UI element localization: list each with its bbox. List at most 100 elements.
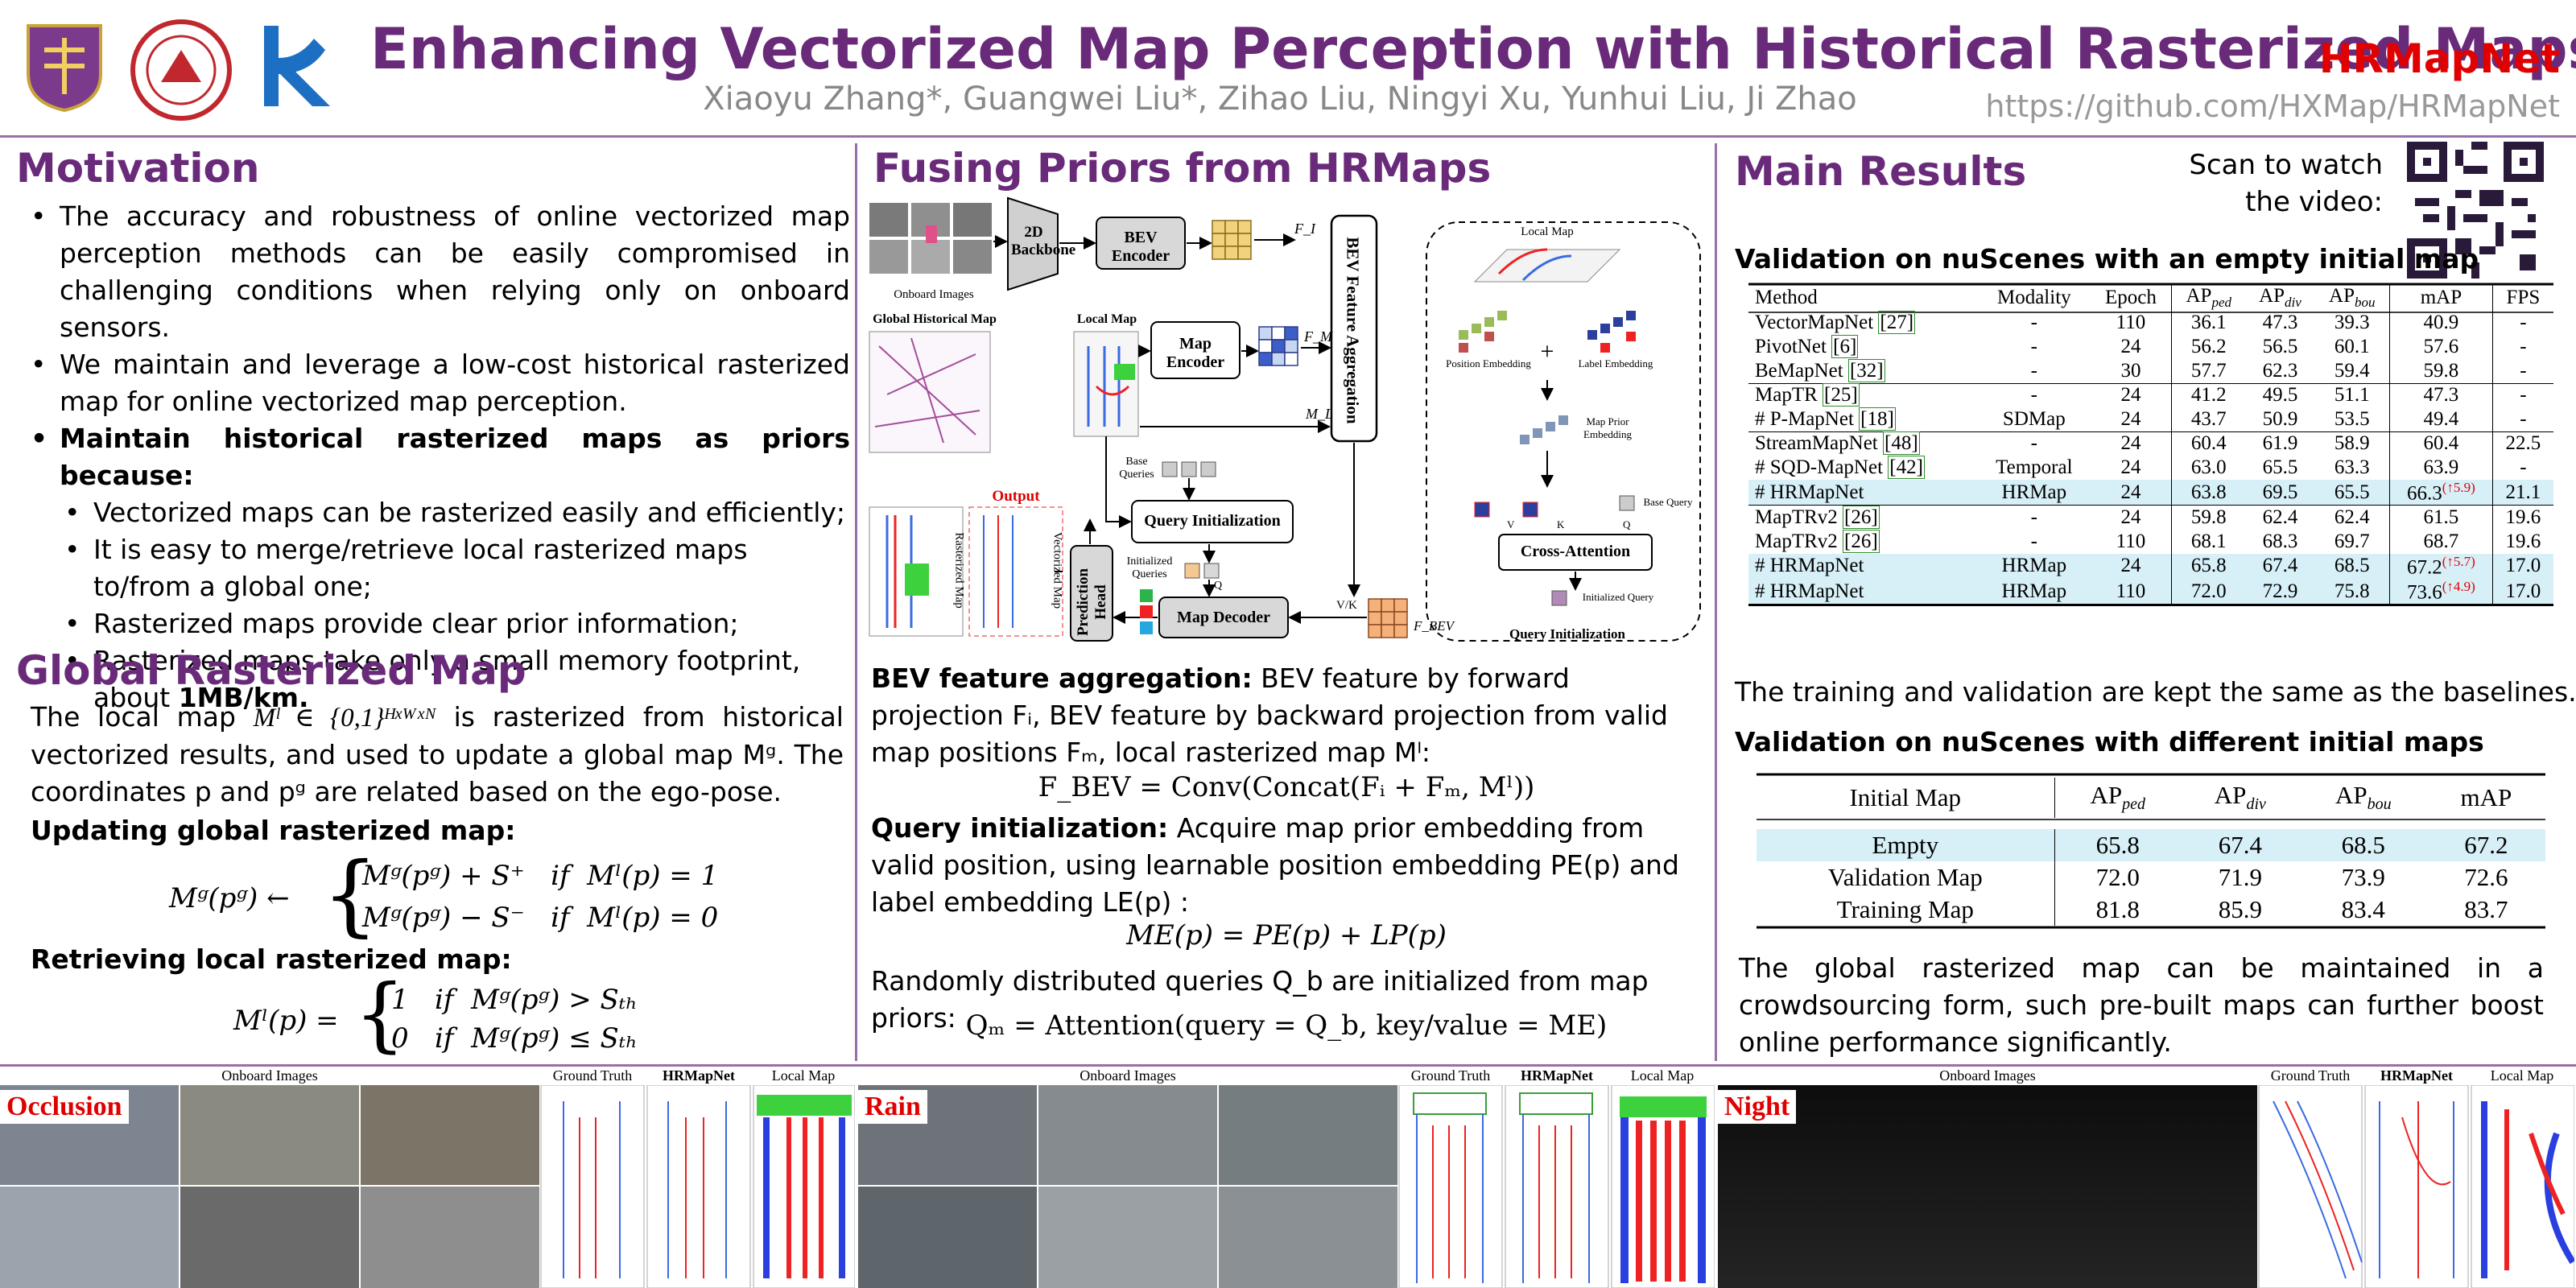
citation-number: 26 <box>1851 530 1872 552</box>
cell-value: 59.8 <box>2423 359 2459 382</box>
table-cell: Temporal <box>1978 456 2091 480</box>
citation-link[interactable]: [25] <box>1823 383 1860 407</box>
cell-value: 75.8 <box>2334 580 2370 602</box>
t1-header-map: mAP <box>2389 285 2493 311</box>
table-cell: 65.5 <box>2314 480 2390 506</box>
table-cell: 56.2 <box>2172 335 2246 359</box>
improvement-badge: (↑5.9) <box>2442 480 2475 495</box>
cell-value: - <box>2520 312 2527 333</box>
citation-link[interactable]: [6] <box>1831 335 1859 358</box>
table-cell: 69.5 <box>2245 480 2314 506</box>
project-url[interactable]: https://github.com/HXMap/HRMapNet <box>1985 89 2560 124</box>
cell-value: 60.1 <box>2334 336 2370 357</box>
qr-code[interactable] <box>2407 142 2544 279</box>
label-embedding-label: Label Embedding <box>1578 357 1653 369</box>
inset-local-map-label: Local Map <box>1521 225 1574 238</box>
motivation-sub-bullet: Rasterized maps take only a small memory… <box>16 642 850 716</box>
table-cell: 59.8 <box>2389 359 2493 383</box>
cell-value: 68.3 <box>2262 530 2298 552</box>
table-cell: 59.4 <box>2314 359 2390 383</box>
table-cell: - <box>1978 530 2091 554</box>
table-cell: 57.6 <box>2389 335 2493 359</box>
table-cell: - <box>1978 383 2091 407</box>
baseline-note: The training and validation are kept the… <box>1735 676 2576 708</box>
table-cell: HRMap <box>1978 554 2091 579</box>
citation-link[interactable]: [32] <box>1847 358 1885 382</box>
cell-value: 24 <box>2120 432 2141 455</box>
citation-link[interactable]: [26] <box>1843 506 1880 530</box>
t2-cell: 73.9 <box>2341 863 2385 891</box>
cell-value: 63.8 <box>2190 481 2227 503</box>
onboard-image <box>858 1187 1037 1288</box>
cell-value: 73.6 <box>2406 581 2442 604</box>
cell-value: 69.5 <box>2262 481 2298 503</box>
t2-cell: 83.7 <box>2464 895 2508 923</box>
improvement-badge: (↑5.7) <box>2442 553 2475 569</box>
table-cell: 17.0 <box>2492 579 2553 605</box>
t2-cell: 67.4 <box>2218 831 2262 859</box>
table-bottom-rule <box>1748 604 2553 608</box>
t2-cell: 65.8 <box>2095 831 2140 859</box>
init-queries-label: Initialized Queries <box>1126 555 1173 580</box>
cell-value: Temporal <box>1996 456 2073 478</box>
cell-value: 110 <box>2116 580 2146 602</box>
t2-header-apdiv: APdiv <box>2214 781 2266 814</box>
cell-value: - <box>2520 407 2527 430</box>
method-name: # HRMapNet <box>1755 555 1864 577</box>
bottom-panel-occlusion: Onboard Images Ground Truth HRMapNet Loc… <box>0 1067 855 1288</box>
global-map-text-a: The local map <box>31 701 236 733</box>
table-cell: SDMap <box>1978 407 2091 431</box>
method-cell: VectorMapNet [27] <box>1748 311 1978 335</box>
cell-value: 63.9 <box>2423 456 2459 478</box>
table-cell: 110 <box>2090 579 2173 605</box>
table-cell: 50.9 <box>2245 407 2314 431</box>
citation-link[interactable]: [18] <box>1859 407 1896 431</box>
citation-link[interactable]: [42] <box>1888 456 1925 479</box>
motivation-sub-bullet: It is easy to merge/retrieve local raste… <box>16 531 850 605</box>
query-init-label: Query Initialization <box>1144 512 1281 530</box>
map-decoder-label: Map Decoder <box>1176 609 1271 626</box>
global-map-body: The local map Mˡ ∈ {0,1}ᴴˣᵂˣᴺ is rasteri… <box>31 699 844 811</box>
t2-cell: Validation Map <box>1757 861 2055 894</box>
table-cell: 72.0 <box>2172 579 2246 605</box>
cell-value: - <box>2030 336 2037 357</box>
citation-link[interactable]: [27] <box>1878 311 1916 334</box>
bev-aggregation-title: BEV feature aggregation: <box>871 663 1253 694</box>
update-heading: Updating global rasterized map: <box>31 815 516 846</box>
bev-encoder-label: BEV Encoder <box>1111 229 1170 265</box>
hrmapnet-caption: HRMapNet <box>1521 1067 1593 1084</box>
backbone-label: 2D Backbone <box>1011 224 1076 258</box>
table-cell: 60.4 <box>2389 431 2493 456</box>
table-cell: 63.9 <box>2389 456 2493 480</box>
citation-number: 18 <box>1867 407 1888 430</box>
table-cell: 62.4 <box>2245 506 2314 530</box>
global-map-label: Global Historical Map <box>873 312 997 326</box>
logo-sjtu <box>129 18 233 122</box>
table-cell: 24 <box>2090 480 2173 506</box>
method-name: # HRMapNet <box>1755 481 1864 503</box>
table-cell: 66.3(↑5.9) <box>2389 480 2493 506</box>
citation-link[interactable]: [26] <box>1843 529 1880 553</box>
author-list: Xiaoyu Zhang*, Guangwei Liu*, Zihao Liu,… <box>703 80 1857 118</box>
onboard-image <box>180 1085 359 1185</box>
local-map-label: Local Map <box>1076 312 1137 326</box>
bottom-panel-rain: Onboard Images Ground Truth HRMapNet Loc… <box>858 1067 1716 1288</box>
citation-link[interactable]: [48] <box>1882 431 1920 456</box>
cell-value: - <box>2520 336 2527 357</box>
q-label: Q <box>1214 580 1223 592</box>
table-cell: 67.2(↑5.7) <box>2389 553 2493 580</box>
t1-header-method: Method <box>1755 287 1818 308</box>
cell-value: 69.7 <box>2334 530 2370 552</box>
local-map-caption: Local Map <box>771 1067 836 1084</box>
cell-value: 61.9 <box>2262 432 2298 455</box>
retrieve-lhs: Mˡ(p) = <box>233 1005 339 1037</box>
prediction-head-label: Prediction Head <box>1075 568 1109 637</box>
hrmapnet-caption: HRMapNet <box>2380 1067 2453 1084</box>
improvement-value: ↑5.9 <box>2446 480 2471 495</box>
table-cell: 68.7 <box>2389 529 2493 554</box>
table-cell: 63.8 <box>2172 480 2246 506</box>
t1-header-fps: FPS <box>2506 287 2541 308</box>
condition-label: Night <box>1718 1090 1797 1124</box>
cell-value: 47.3 <box>2423 384 2459 407</box>
